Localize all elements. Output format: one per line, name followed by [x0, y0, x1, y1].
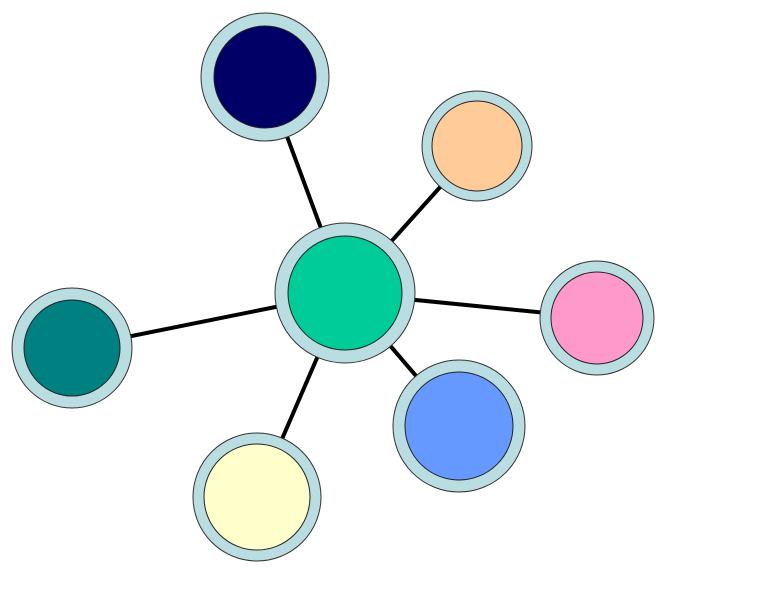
node-yellow-core — [203, 443, 311, 551]
node-blue — [392, 359, 526, 493]
node-teal — [11, 287, 133, 409]
node-navy-core — [213, 25, 317, 129]
node-pink — [539, 260, 655, 376]
node-blue-core — [404, 371, 514, 481]
node-peach-core — [431, 100, 523, 192]
node-navy — [200, 12, 330, 142]
nodes — [11, 12, 655, 562]
node-pink-core — [550, 271, 644, 365]
node-yellow — [192, 432, 322, 562]
node-peach — [421, 90, 533, 202]
node-teal-core — [23, 299, 121, 397]
hub-node — [274, 222, 416, 364]
hub-node-core — [287, 235, 403, 351]
